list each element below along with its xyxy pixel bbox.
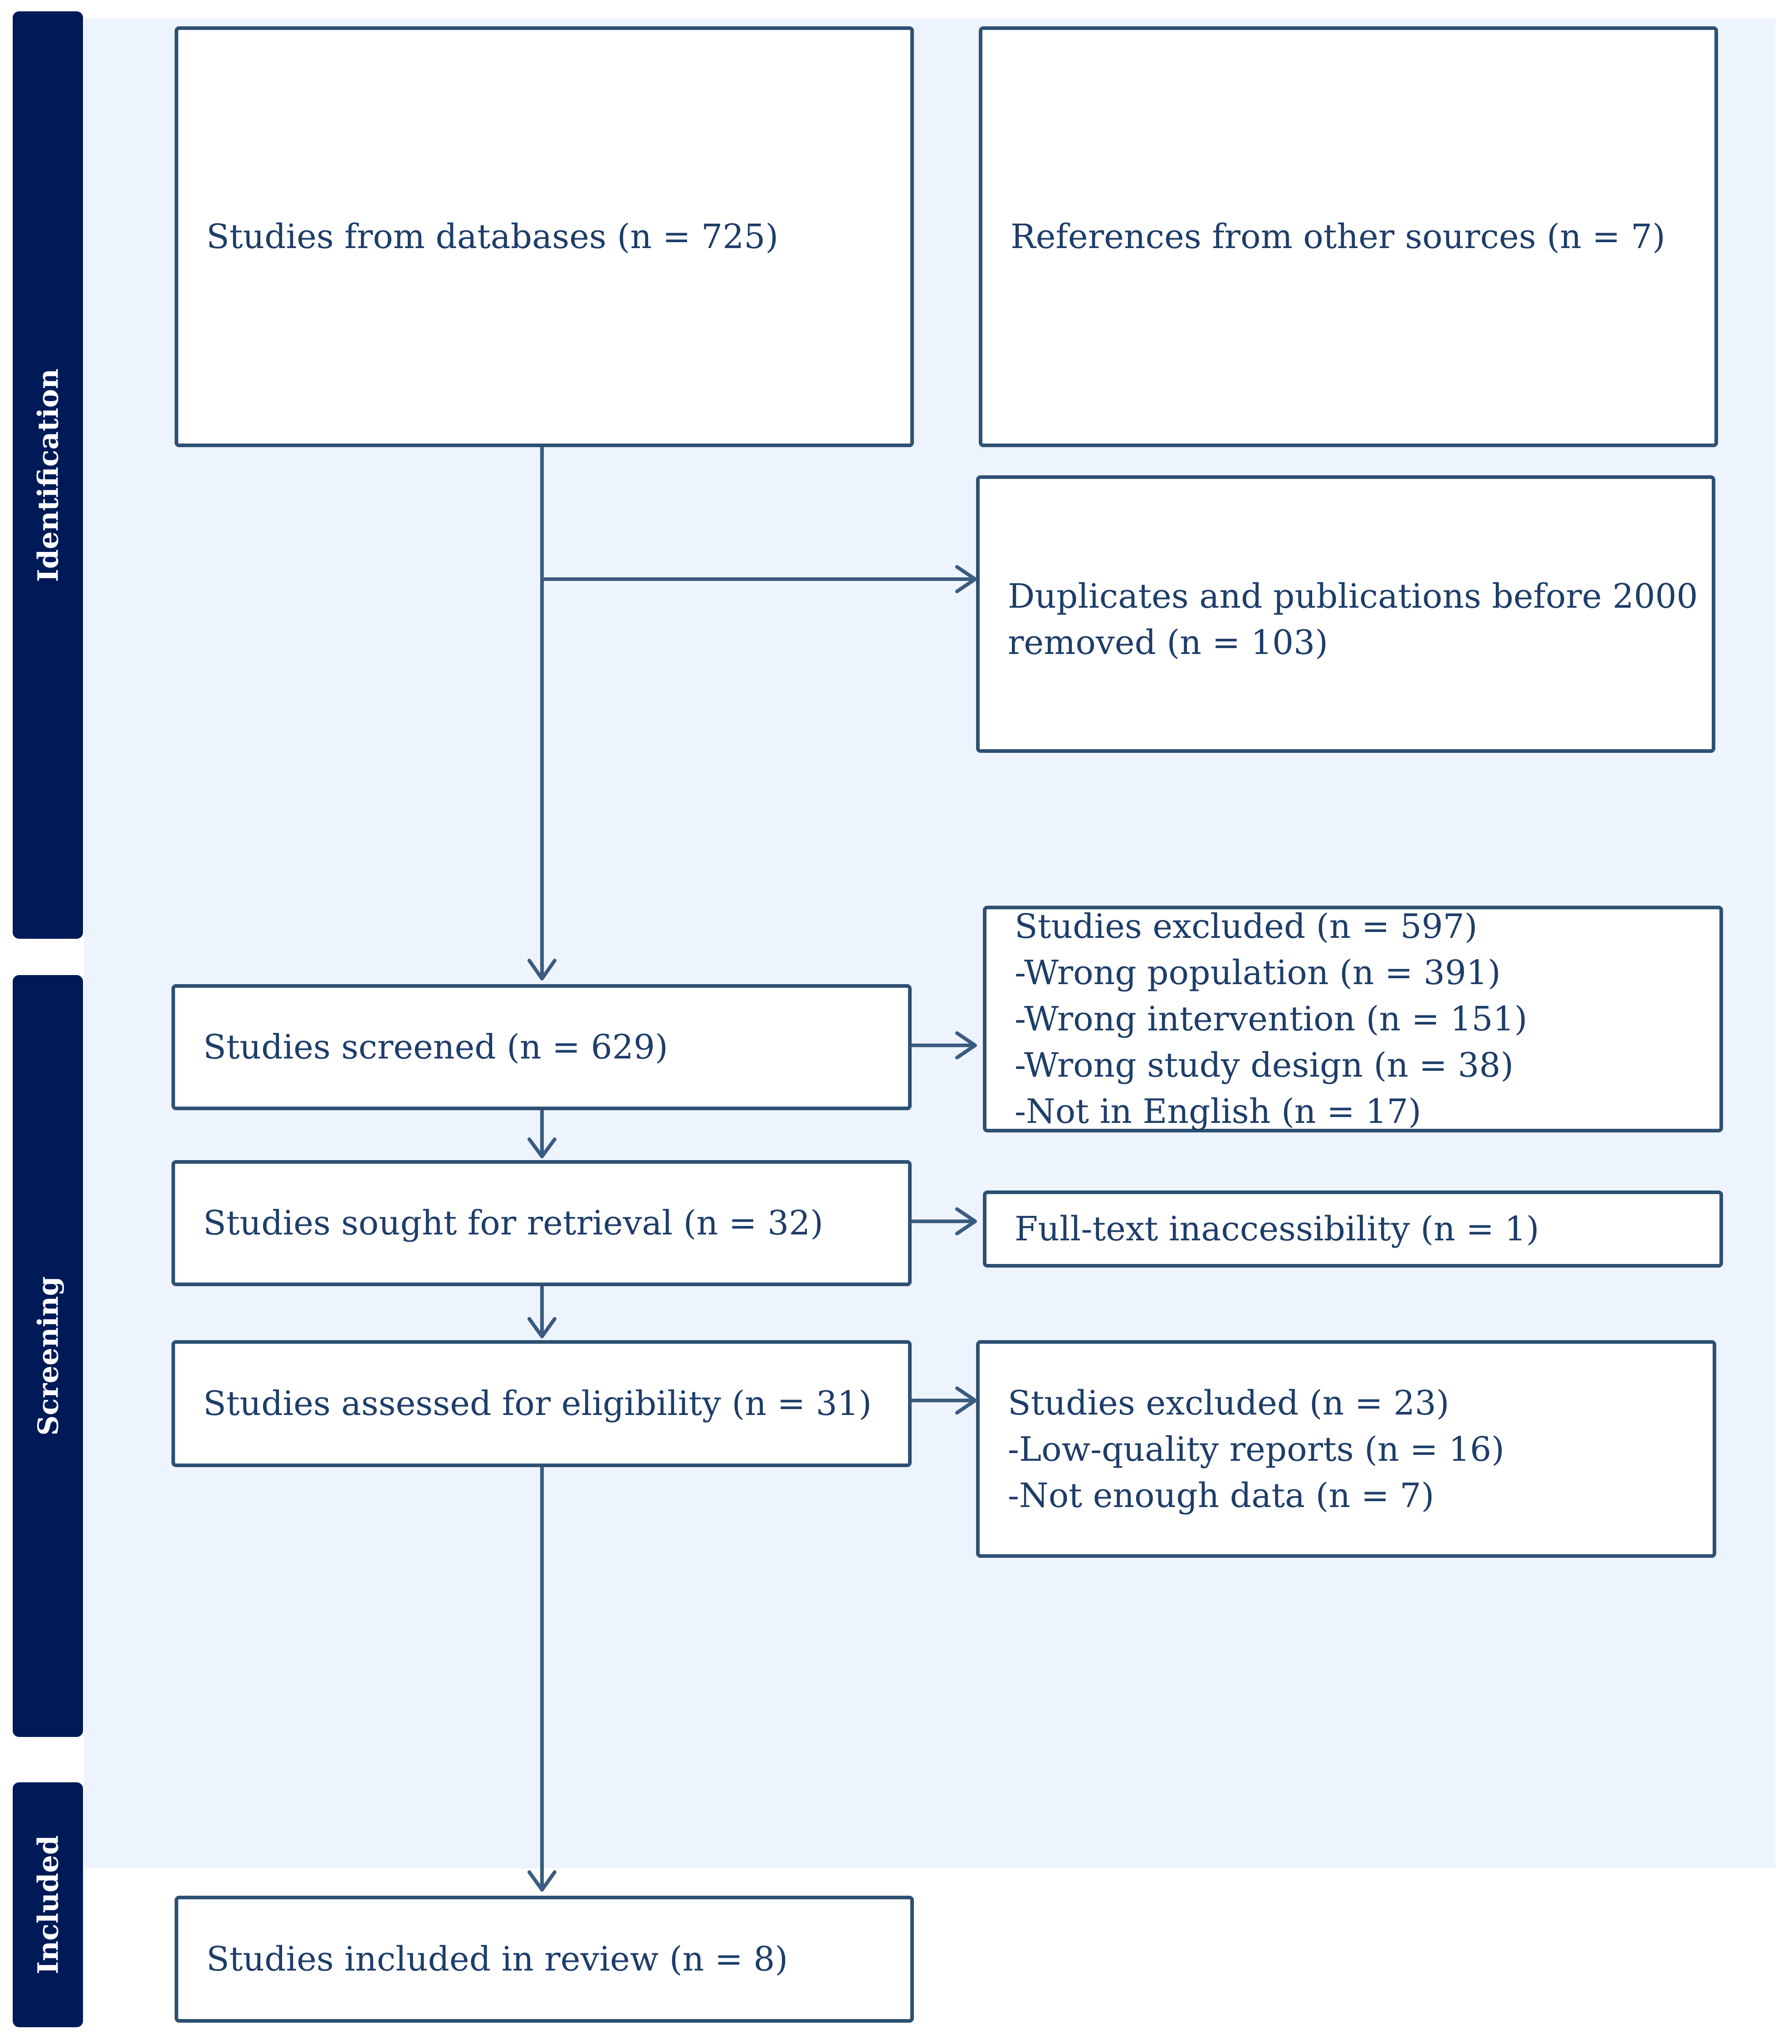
excluded-screening-line-1: Studies excluded (n = 597) — [1015, 907, 1478, 946]
box-excluded-screening: Studies excluded (n = 597) -Wrong popula… — [983, 906, 1723, 1132]
excluded-eligibility-line-3: -Not enough data (n = 7) — [1008, 1476, 1435, 1516]
arrowhead-to-excluded-screening — [955, 1031, 977, 1059]
excluded-screening-line-5: -Not in English (n = 17) — [1015, 1092, 1421, 1132]
arrowhead-to-screened — [527, 959, 557, 981]
box-studies-sought: Studies sought for retrieval (n = 32) — [171, 1160, 912, 1286]
box-duplicates-removed: Duplicates and publications before 2000 … — [976, 475, 1715, 753]
stage-screening: Screening — [13, 975, 83, 1737]
stage-included: Included — [13, 1782, 83, 2027]
box-assessed-text: Studies assessed for eligibility (n = 31… — [203, 1384, 872, 1423]
box-studies-assessed: Studies assessed for eligibility (n = 31… — [171, 1340, 912, 1467]
stage-identification: Identification — [13, 11, 83, 939]
box-studies-screened: Studies screened (n = 629) — [171, 984, 912, 1110]
arrowhead-to-duplicates — [955, 565, 977, 593]
box-other-sources-text: References from other sources (n = 7) — [1011, 217, 1665, 256]
box-included-text: Studies included in review (n = 8) — [206, 1939, 788, 1979]
excluded-screening-line-3: -Wrong intervention (n = 151) — [1015, 999, 1528, 1039]
box-studies-from-databases: Studies from databases (n = 725) — [175, 26, 914, 447]
excluded-screening-line-2: -Wrong population (n = 391) — [1015, 953, 1501, 992]
box-excluded-eligibility: Studies excluded (n = 23) -Low-quality r… — [976, 1340, 1716, 1558]
duplicates-line-2: removed (n = 103) — [1008, 623, 1328, 663]
box-excluded-screening-lines: Studies excluded (n = 597) -Wrong popula… — [1015, 903, 1528, 1135]
box-studies-included: Studies included in review (n = 8) — [175, 1896, 914, 2023]
duplicates-line-1: Duplicates and publications before 2000 — [1008, 577, 1698, 616]
arrowhead-to-sought — [527, 1137, 557, 1158]
box-inaccessible-text: Full-text inaccessibility (n = 1) — [1015, 1209, 1539, 1249]
box-sought-text: Studies sought for retrieval (n = 32) — [203, 1203, 824, 1243]
excluded-screening-line-4: -Wrong study design (n = 38) — [1015, 1046, 1514, 1085]
arrowhead-to-excluded-eligibility — [955, 1386, 977, 1415]
arrowhead-to-assessed — [527, 1317, 557, 1338]
box-other-sources: References from other sources (n = 7) — [979, 26, 1718, 447]
box-screened-text: Studies screened (n = 629) — [203, 1027, 668, 1067]
box-full-text-inaccessibility: Full-text inaccessibility (n = 1) — [983, 1190, 1723, 1268]
excluded-eligibility-line-1: Studies excluded (n = 23) — [1008, 1384, 1450, 1423]
arrowhead-to-inaccessible — [955, 1207, 977, 1235]
box-databases-text: Studies from databases (n = 725) — [206, 217, 779, 256]
arrowhead-to-included — [527, 1870, 557, 1892]
box-duplicates-lines: Duplicates and publications before 2000 … — [1008, 573, 1698, 666]
box-excluded-eligibility-lines: Studies excluded (n = 23) -Low-quality r… — [1008, 1380, 1504, 1519]
excluded-eligibility-line-2: -Low-quality reports (n = 16) — [1008, 1430, 1504, 1469]
